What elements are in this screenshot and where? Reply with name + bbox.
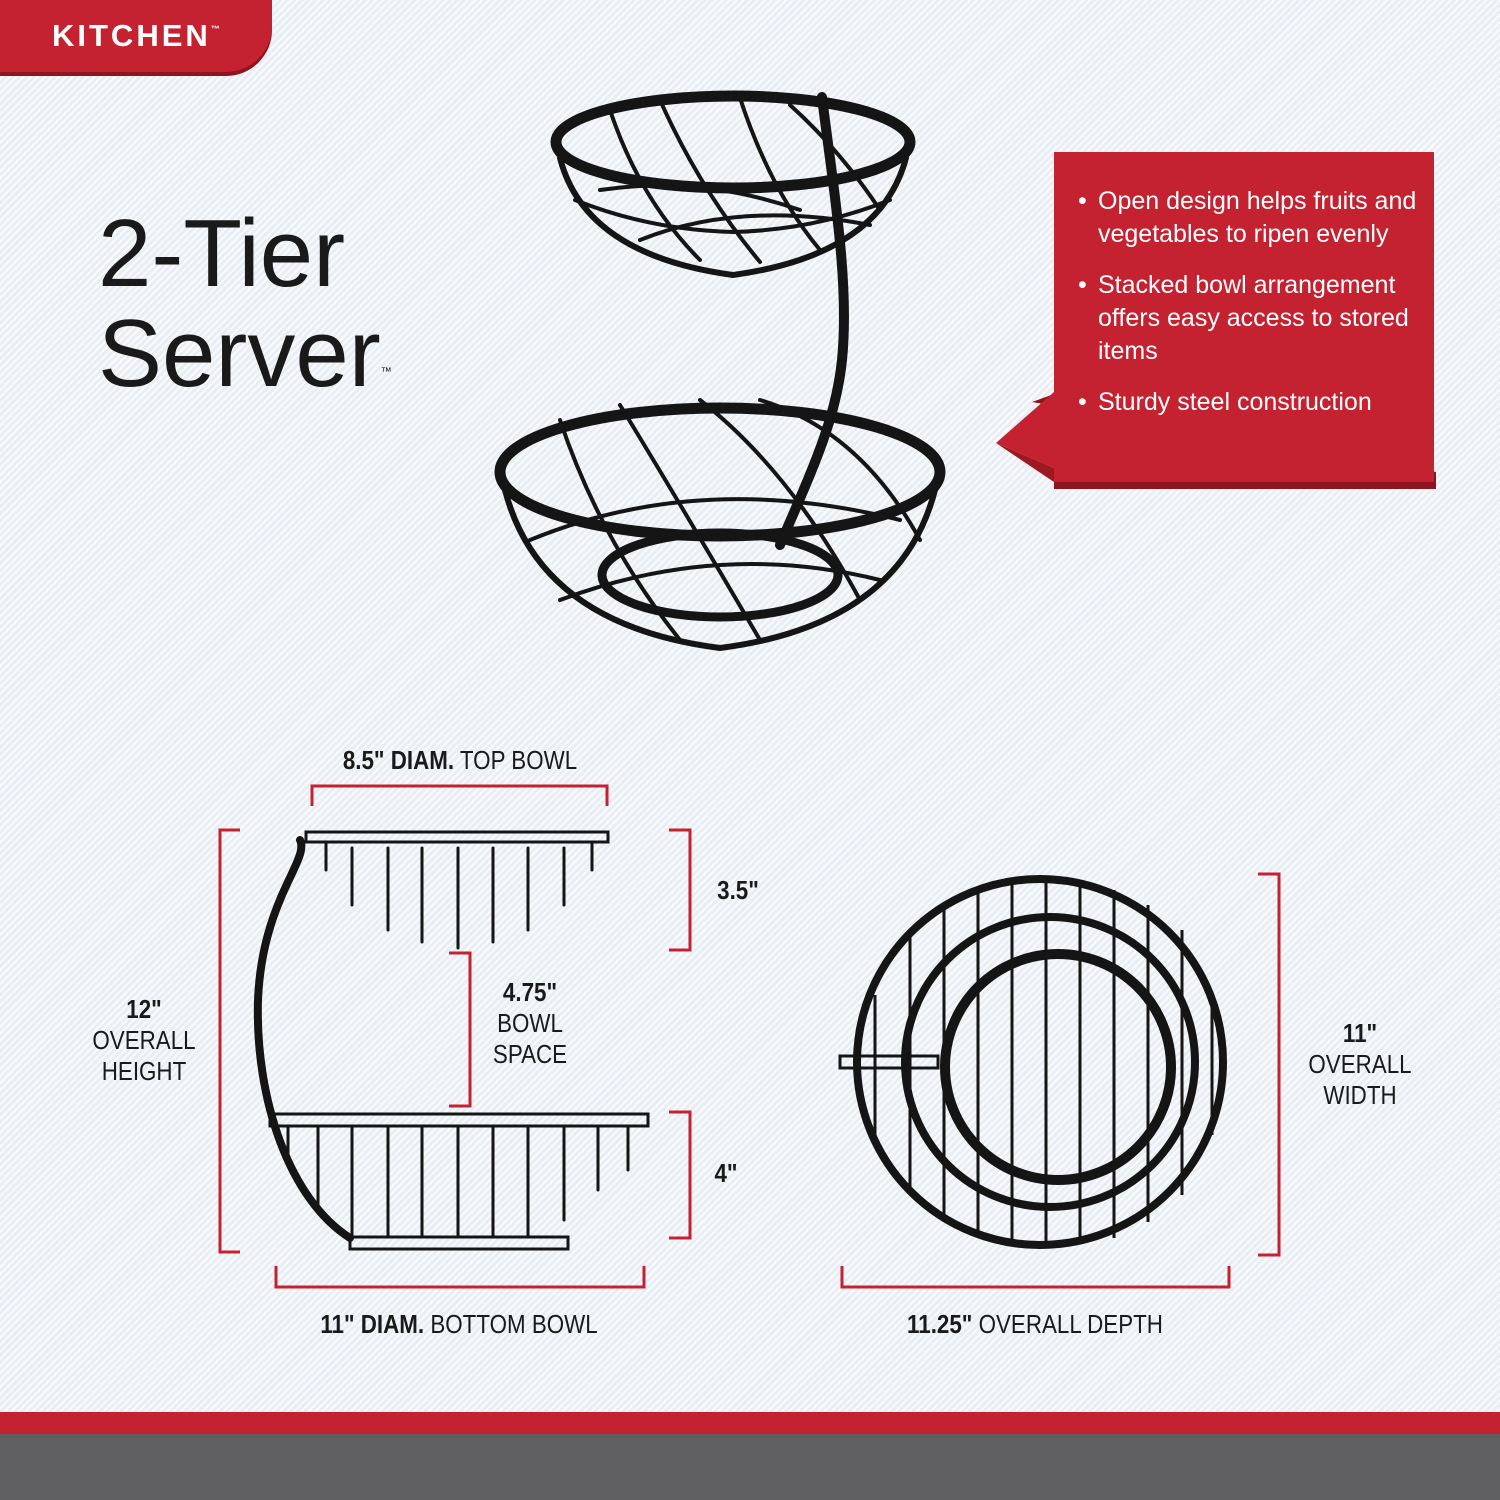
title-line-1: 2-Tier [98, 200, 346, 308]
page-title: 2-Tier Server™ [98, 204, 392, 404]
feature-list: Open design helps fruits and vegetables … [1078, 185, 1423, 437]
overall-width-label: 11" OVERALL WIDTH [1308, 1018, 1412, 1110]
dimension-brackets [218, 784, 1281, 1289]
bottom-bowl-height-label: 4" [714, 1158, 738, 1188]
top-bowl-diameter-bracket [310, 784, 609, 806]
top-bowl-height-bracket [669, 828, 692, 952]
overall-depth-bracket [840, 1266, 1231, 1289]
footer-accent-stripe [0, 1412, 1500, 1434]
overall-height-label: 12" OVERALL HEIGHT [92, 994, 196, 1086]
title-line-2: Server™ [98, 300, 392, 408]
brand-logo: KITCHEN™ [52, 18, 220, 53]
product-photo [494, 90, 946, 652]
feature-item: Stacked bowl arrangement offers easy acc… [1078, 269, 1423, 368]
top-bowl-height-label: 3.5" [717, 875, 759, 905]
bottom-bowl-diameter-label: 11" DIAM. BOTTOM BOWL [320, 1309, 598, 1339]
brand-tab: KITCHEN™ [0, 0, 272, 72]
bowl-space-bracket [449, 951, 472, 1108]
overall-height-bracket [218, 828, 240, 1254]
side-view-diagram [253, 830, 650, 1251]
feature-item: Open design helps fruits and vegetables … [1078, 185, 1423, 251]
top-bowl-diameter-label: 8.5" DIAM. TOP BOWL [342, 745, 578, 775]
footer-bar [0, 1434, 1500, 1500]
feature-item: Sturdy steel construction [1078, 386, 1423, 419]
top-view-diagram [838, 875, 1227, 1249]
bottom-bowl-diameter-bracket [274, 1266, 646, 1289]
bowl-space-label: 4.75" BOWL SPACE [492, 977, 568, 1069]
overall-width-bracket [1258, 872, 1281, 1257]
overall-depth-label: 11.25" OVERALL DEPTH [907, 1309, 1163, 1339]
bottom-bowl-height-bracket [669, 1110, 692, 1240]
